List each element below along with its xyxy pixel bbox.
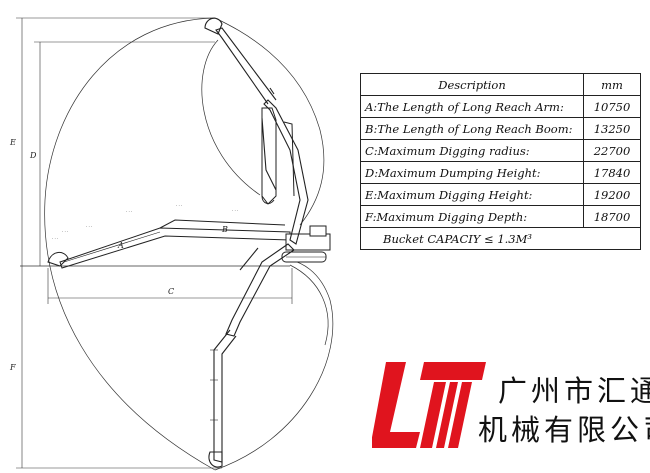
dump-arc [201, 39, 261, 196]
bucket-horizontal [47, 252, 69, 267]
spec-value: 22700 [583, 139, 641, 162]
spec-label: C:Maximum Digging radius: [360, 139, 584, 162]
reach-envelope-outer [44, 17, 216, 471]
bucket-upright [204, 17, 223, 35]
bucket-capacity: Bucket CAPACIY ≤ 1.3M³ [360, 227, 641, 250]
depth-arc [289, 264, 329, 346]
arm-folded [261, 107, 277, 205]
spec-header-row: Description mm [360, 73, 641, 96]
spec-label: B:The Length of Long Reach Boom: [360, 117, 584, 140]
dim-label-d: D [29, 151, 37, 160]
company-name-line-1: 广州市汇通 [498, 374, 650, 408]
spec-label: F:Maximum Digging Depth: [360, 205, 584, 228]
svg-text:· · ·: · · · [126, 209, 132, 214]
company-logo [372, 362, 486, 448]
spec-label: E:Maximum Digging Height: [360, 183, 584, 206]
spec-row: A:The Length of Long Reach Arm: 10750 [360, 95, 641, 118]
svg-text:· · ·: · · · [52, 236, 58, 241]
dim-label-c: C [168, 287, 174, 296]
spec-row: C:Maximum Digging radius: 22700 [360, 139, 641, 162]
bucket-down [208, 451, 223, 468]
upper-bucket-arc [214, 17, 325, 226]
svg-text:· · ·: · · · [176, 203, 182, 208]
excavator-body [281, 225, 331, 263]
reach-envelope-lower [214, 259, 334, 471]
header-unit: mm [583, 73, 641, 96]
spec-row: D:Maximum Dumping Height: 17840 [360, 161, 641, 184]
arm-upright [215, 27, 277, 105]
spec-value: 13250 [583, 117, 641, 140]
spec-value: 10750 [583, 95, 641, 118]
spec-row: F:Maximum Digging Depth: 18700 [360, 205, 641, 228]
dim-label-f: F [9, 363, 16, 372]
spec-value: 18700 [583, 205, 641, 228]
header-description: Description [360, 73, 584, 96]
spec-table: Description mm A:The Length of Long Reac… [360, 73, 641, 250]
dim-label-e: E [9, 138, 16, 147]
company-name-line-2: 机械有限公司 [478, 413, 650, 447]
boom-down [225, 243, 295, 337]
spec-capacity-row: Bucket CAPACIY ≤ 1.3M³ [360, 227, 641, 250]
svg-text:· · ·: · · · [232, 208, 238, 213]
arm-down [213, 329, 237, 463]
spec-label: D:Maximum Dumping Height: [360, 161, 584, 184]
spec-value: 17840 [583, 161, 641, 184]
spec-row: B:The Length of Long Reach Boom: 13250 [360, 117, 641, 140]
dim-label-a: A [117, 241, 124, 250]
svg-text:· · ·: · · · [62, 229, 68, 234]
svg-text:· · ·: · · · [86, 224, 92, 229]
spec-value: 19200 [583, 183, 641, 206]
arm-horizontal [59, 227, 291, 269]
spec-label: A:The Length of Long Reach Arm: [360, 95, 584, 118]
boom-upright [263, 99, 309, 245]
spec-row: E:Maximum Digging Height: 19200 [360, 183, 641, 206]
